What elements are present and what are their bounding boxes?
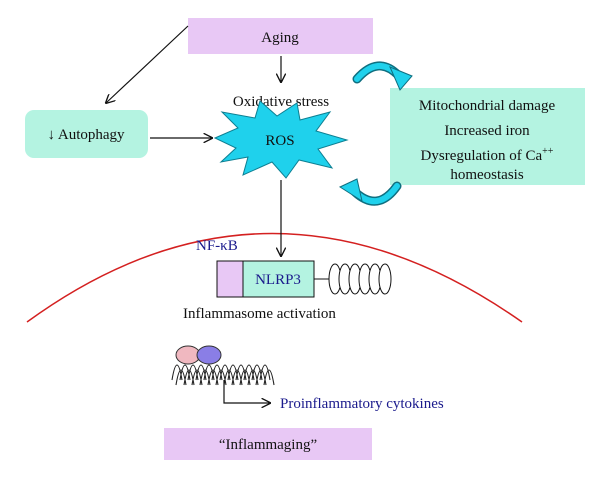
nfkb-label: NF-κB (196, 238, 238, 254)
nlrp3-label: NLRP3 (255, 272, 301, 288)
autophagy-box (25, 110, 148, 158)
mito-line-1: Mitochondrial damage (419, 98, 556, 114)
transcription-factor-pink (175, 345, 201, 365)
ros-label: ROS (265, 133, 294, 149)
inflammasome-activation-label: Inflammasome activation (183, 306, 336, 322)
autophagy-label: ↓ Autophagy (47, 127, 125, 143)
ros-starburst (213, 100, 349, 179)
inflammaging-label: “Inflammaging” (219, 437, 317, 453)
inflammasome-lavender-segment (216, 260, 244, 298)
aging-box (188, 18, 373, 54)
inflammaging-box (164, 428, 372, 460)
mito-line-3: Dysregulation of Ca++ (421, 146, 554, 164)
cycle-arrow-top (352, 61, 413, 91)
mitochondria-box (390, 88, 585, 185)
lrr-repeats (328, 263, 392, 295)
mito-line-3-text: Dysregulation of Ca (421, 148, 543, 164)
mito-line-3-superscript: ++ (542, 146, 554, 157)
mito-line-2: Increased iron (444, 123, 530, 139)
dna-helix (171, 364, 275, 386)
arrow-aging-to-autophagy (106, 25, 189, 103)
transcription-factor-blue (196, 345, 222, 365)
cycle-arrow-bottom (338, 178, 402, 206)
oxidative-stress-label: Oxidative stress (233, 94, 329, 110)
mito-line-4: homeostasis (450, 167, 523, 183)
cytokines-label: Proinflammatory cytokines (280, 396, 444, 412)
arrow-dna-to-cytokines (223, 380, 270, 403)
aging-label: Aging (261, 30, 299, 46)
nlrp3-box (242, 260, 315, 298)
cell-membrane-arc (26, 232, 523, 323)
